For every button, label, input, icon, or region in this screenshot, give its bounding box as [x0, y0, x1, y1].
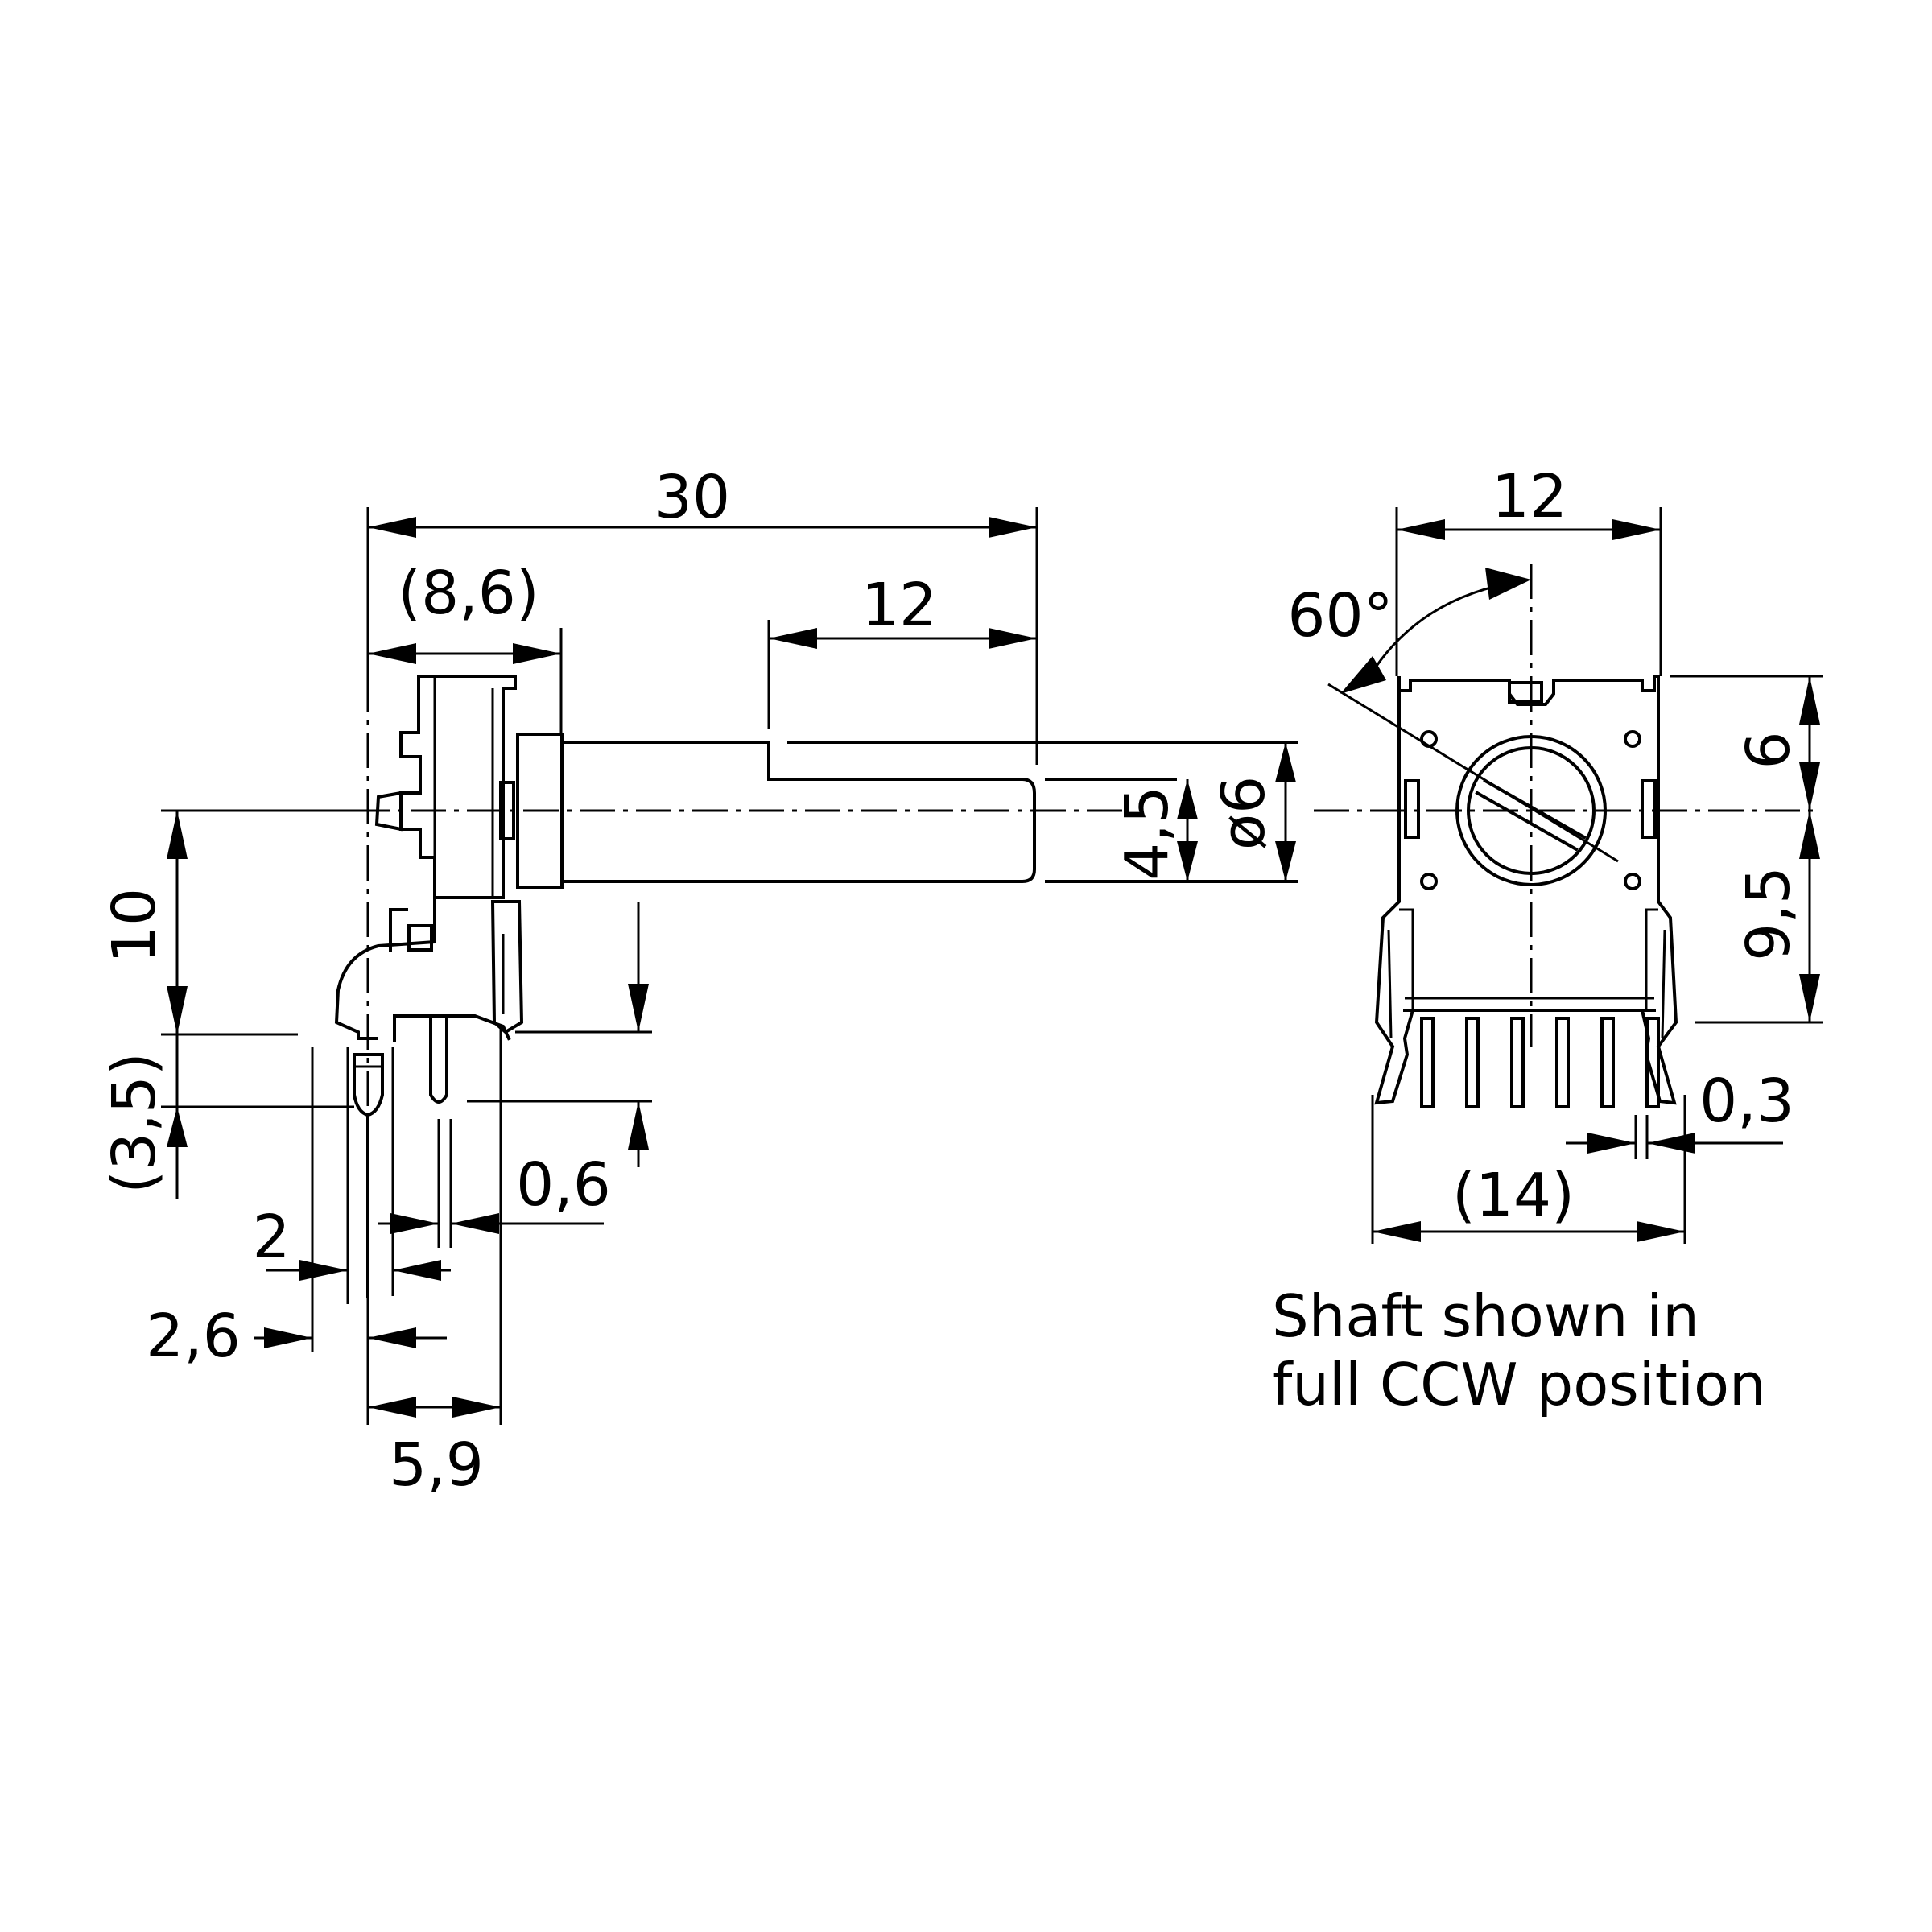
- dim-shaft-dia-label: ø6: [1209, 776, 1278, 850]
- dim-standoff: (3,5): [100, 1034, 354, 1199]
- note-line-2: full CCW position: [1272, 1351, 1766, 1418]
- note-line-1: Shaft shown in: [1272, 1282, 1699, 1350]
- dim-axis-height: 10: [100, 809, 354, 1036]
- dim-bracket-thickness: 0,3: [1566, 1067, 1794, 1159]
- dim-flat-12-label: 12: [861, 571, 937, 640]
- dim-mount-pitch: 2,6: [146, 1302, 447, 1371]
- dim-front-heights: 6 9,5: [1670, 675, 1823, 1024]
- side-shaft: [560, 741, 1298, 883]
- dim-pin-row-offset: 5,9: [366, 1026, 502, 1500]
- front-shaft: [1327, 683, 1619, 886]
- dim-overall-length: 30: [366, 463, 1038, 765]
- dim-0-6-label: 0,6: [516, 1150, 611, 1220]
- dim-3-5-label: (3,5): [100, 1052, 169, 1193]
- dim-10-label: 10: [100, 888, 169, 964]
- front-view: 60° 12 6 9,5: [1272, 462, 1823, 1418]
- dim-pin-pitch: 2: [252, 1203, 451, 1281]
- dim-6-label: 6: [1734, 731, 1803, 769]
- dim-front-12-label: 12: [1492, 462, 1567, 531]
- dim-14-label: (14): [1452, 1161, 1575, 1230]
- dim-0-3-label: 0,3: [1699, 1067, 1794, 1136]
- front-body: [1374, 675, 1678, 1105]
- front-pins: [1420, 1017, 1660, 1108]
- side-body: [374, 675, 564, 899]
- dim-4-5-label: 4,5: [1113, 786, 1182, 881]
- dim-2-label: 2: [252, 1203, 290, 1272]
- dim-60-label: 60°: [1287, 581, 1393, 650]
- dim-body-depth: (8,6): [368, 559, 563, 733]
- dim-flat-length: 12: [767, 571, 1037, 729]
- dim-9-5-label: 9,5: [1734, 866, 1803, 961]
- dim-8-6-label: (8,6): [398, 559, 539, 628]
- side-bracket: [311, 896, 524, 1304]
- dim-bracket-span: (14): [1371, 1095, 1686, 1244]
- dim-front-width: 12: [1395, 462, 1662, 676]
- dim-terminal-height: [467, 902, 652, 1167]
- dim-angle: 60°: [1287, 568, 1531, 694]
- dim-5-9-label: 5,9: [389, 1430, 484, 1500]
- dim-shaft-sections: 4,5 ø6: [1113, 742, 1296, 881]
- dim-2-6-label: 2,6: [146, 1302, 241, 1371]
- side-view: 30 (8,6) 12 4,5 ø6: [100, 463, 1298, 1500]
- dim-30-label: 30: [654, 463, 730, 532]
- dim-pin-width: 0,6: [378, 1150, 611, 1234]
